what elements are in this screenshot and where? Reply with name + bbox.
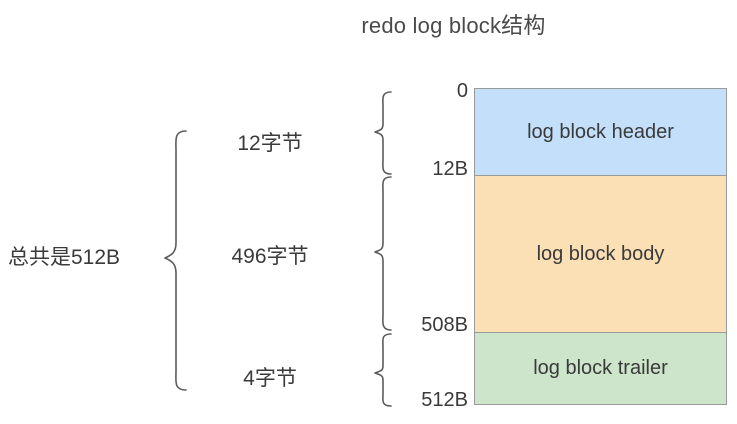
offset-label-512: 512B xyxy=(421,389,468,411)
brace-header xyxy=(374,91,392,175)
brace-total xyxy=(164,130,187,391)
segment-size-body: 496字节 xyxy=(231,245,309,268)
diagram-title-text: redo log block结构 xyxy=(361,13,546,38)
segment-size-header: 12字节 xyxy=(237,132,303,155)
offset-label-12: 12B xyxy=(432,158,468,180)
block-log-block-body: log block body xyxy=(474,175,727,333)
block-log-block-trailer: log block trailer xyxy=(474,332,727,405)
total-size-label: 总共是512B xyxy=(8,246,121,269)
offset-label-0: 0 xyxy=(456,80,468,102)
block-stack: log block header log block body log bloc… xyxy=(474,88,727,405)
brace-trailer xyxy=(374,333,392,407)
segment-size-trailer: 4字节 xyxy=(243,367,297,390)
block-log-block-header: log block header xyxy=(474,88,727,176)
diagram-title: redo log block结构 xyxy=(0,8,737,40)
offset-label-508: 508B xyxy=(421,314,468,336)
brace-body xyxy=(374,176,392,331)
